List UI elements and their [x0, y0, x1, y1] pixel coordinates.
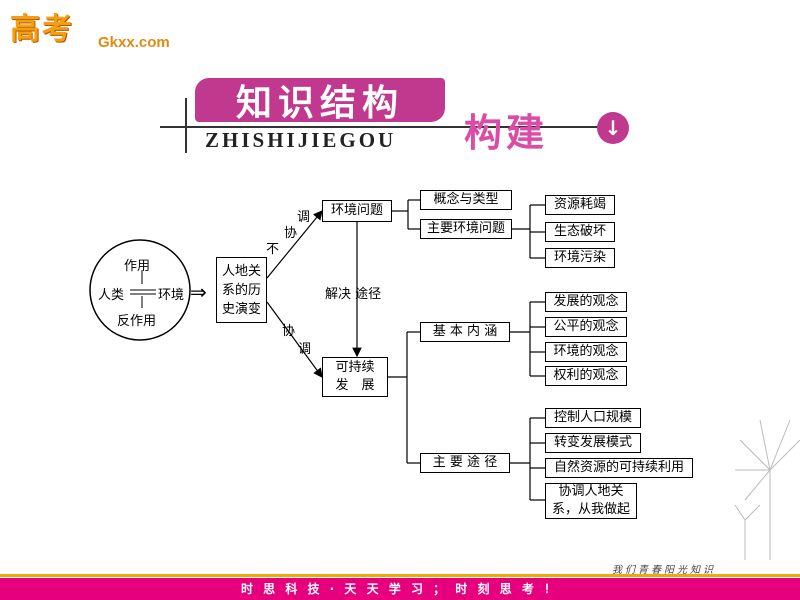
- branch-label-not-harmony-1: 调: [297, 210, 311, 225]
- circle-label-environment: 环境: [158, 288, 185, 303]
- way-item: 转变发展模式: [545, 433, 641, 453]
- section-title-pinyin: ZHISHIJIEGOU: [205, 128, 397, 152]
- concept-type-box: 概念与类型: [420, 190, 512, 210]
- branch-label-harmony-2: 调: [298, 342, 312, 357]
- main-way-box: 主 要 途 径: [420, 453, 510, 473]
- branch-label-harmony-1: 协: [282, 324, 296, 339]
- solution-label: 解决 途径: [325, 287, 382, 302]
- branch-label-not-harmony-3: 不: [266, 242, 280, 257]
- problem-item: 环境污染: [545, 248, 615, 268]
- arrow-down-icon: ↓: [597, 112, 629, 144]
- interaction-circle: [89, 239, 191, 341]
- problem-item: 生态破坏: [545, 222, 615, 242]
- concept-item: 发展的观念: [545, 292, 627, 312]
- main-env-problem-box: 主要环境问题: [420, 219, 512, 239]
- env-problem-box: 环境问题: [322, 200, 392, 222]
- title-rule: [160, 126, 610, 128]
- dandelion-decoration: [734, 419, 800, 560]
- circle-label-reaction: 反作用: [117, 314, 157, 329]
- concept-item: 公平的观念: [545, 317, 627, 337]
- circle-label-human: 人类: [98, 288, 125, 303]
- footer-bar: 时 思 科 技 · 天 天 学 习 ； 时 刻 思 考 ！: [0, 578, 800, 600]
- concept-item: 权利的观念: [545, 366, 627, 386]
- logo-domain: Gkxx.com: [98, 34, 170, 51]
- section-title-sub: 构建: [464, 110, 549, 155]
- footer-line: [0, 574, 800, 577]
- way-item: 协调人地关系，从我做起: [545, 483, 637, 519]
- sustainable-box: 可持续 发 展: [322, 357, 388, 397]
- problem-item: 资源耗竭: [545, 195, 615, 215]
- footer-slogan: 我们青春阳光知识: [612, 565, 716, 576]
- sustainable-line-1: 可持续: [335, 360, 375, 375]
- title-rule-tick: [185, 98, 187, 153]
- section-title: 知识结构: [195, 78, 445, 124]
- branch-label-not-harmony-2: 协: [284, 226, 298, 241]
- sustainable-line-2: 发 展: [335, 378, 375, 393]
- circle-label-action: 作用: [124, 259, 151, 274]
- logo-text: 高考: [10, 12, 74, 47]
- history-box: 人地关系的历史演变: [216, 257, 267, 323]
- basic-content-box: 基 本 内 涵: [420, 322, 510, 342]
- way-item: 控制人口规模: [545, 408, 641, 428]
- way-item: 自然资源的可持续利用: [545, 458, 693, 478]
- concept-item: 环境的观念: [545, 342, 627, 362]
- double-arrow-icon: ⇒: [190, 280, 207, 304]
